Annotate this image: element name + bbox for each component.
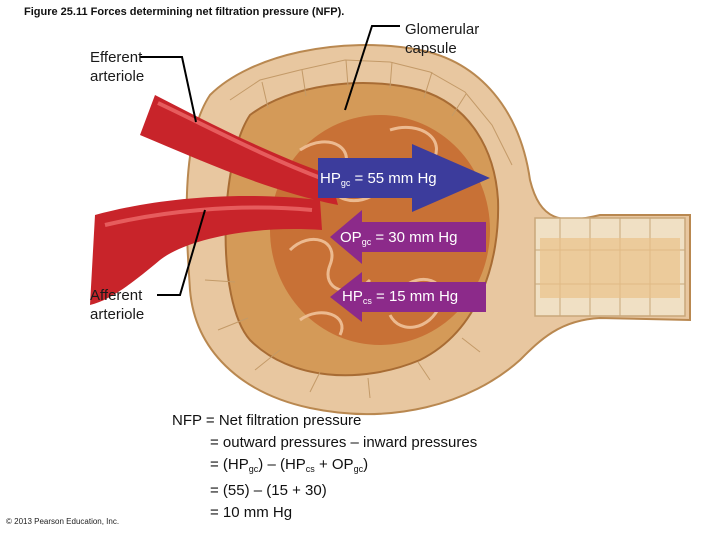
equation-line-2: = outward pressures – inward pressures [210,434,478,451]
label-line: Afferent [90,287,143,304]
hpcs-arrow-label: HPcs = 15 mm Hg [342,288,458,306]
efferent-arteriole [140,95,338,205]
equation-part: + OP [314,456,354,473]
pressure-subscript: gc [340,178,351,188]
pressure-value: = 15 mm Hg [371,288,459,305]
equation-line-4: = (55) – (15 + 30) [210,482,327,499]
equation-subscript: gc [248,464,259,474]
equation-line-5: = 10 mm Hg [210,504,293,521]
hpcs-arrow [330,272,486,322]
pressure-symbol: HP [342,288,363,305]
equation-line-3: = (HPgc) – (HPcs + OPgc) [172,454,477,480]
label-line: capsule [405,40,457,57]
equation-part: ) – (HP [258,456,306,473]
hpgc-arrow-label: HPgc = 55 mm Hg [320,170,437,188]
afferent-arteriole [90,195,322,305]
equation-part: = (HP [210,456,249,473]
hpgc-arrow [318,144,490,212]
figure-title: Figure 25.11 Forces determining net filt… [24,6,345,18]
efferent-arteriole-label: Efferent arteriole [90,48,144,86]
capsule-leader-line [344,25,400,111]
opgc-arrow-label: OPgc = 30 mm Hg [340,229,457,247]
nfp-equation: NFP = Net filtration pressure = outward … [172,410,477,524]
copyright-notice: © 2013 Pearson Education, Inc. [6,517,120,526]
efferent-leader-line [140,56,197,123]
label-line: Glomerular [405,21,480,38]
equation-part: ) [363,456,369,473]
opgc-arrow [330,210,486,264]
label-line: arteriole [90,68,145,85]
afferent-leader-line [157,209,206,296]
equation-subscript: cs [305,464,315,474]
afferent-arteriole-label: Afferent arteriole [90,286,144,324]
tubule-lumen [540,238,680,298]
label-line: Efferent [90,49,143,66]
pressure-symbol: HP [320,170,341,187]
pressure-value: = 30 mm Hg [371,229,458,246]
equation-line-1: NFP = Net filtration pressure [172,412,362,429]
pressure-value: = 55 mm Hg [350,170,437,187]
glomerular-capsule-label: Glomerular capsule [405,20,479,58]
pressure-subscript: gc [361,237,372,247]
label-line: arteriole [90,306,145,323]
equation-subscript: gc [353,464,364,474]
pressure-symbol: OP [340,229,362,246]
pressure-subscript: cs [362,296,372,306]
